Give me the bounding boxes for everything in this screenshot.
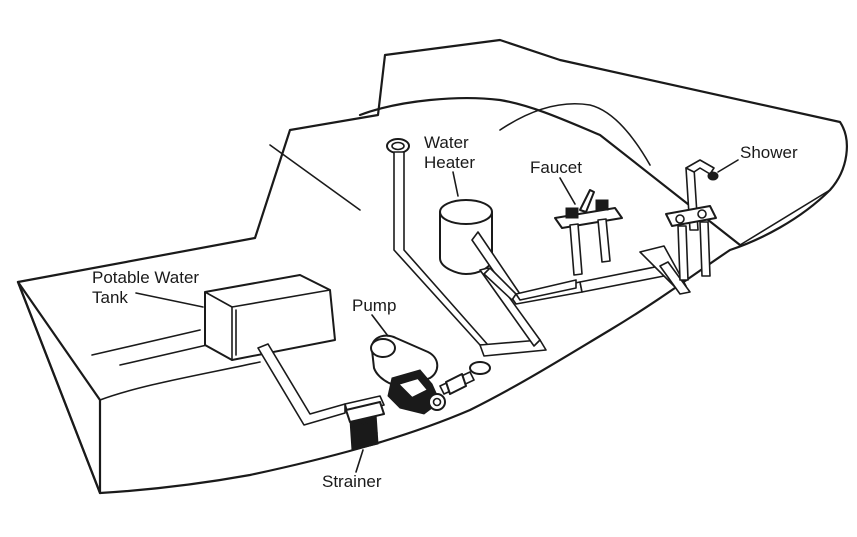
potable-water-tank-label-line1: Potable Water — [92, 268, 200, 287]
water-heater-label-line1: Water — [424, 133, 469, 152]
potable-water-tank-label: Potable Water Tank — [92, 268, 199, 308]
strainer-label: Strainer — [322, 472, 382, 491]
boat-hull — [16, 38, 848, 495]
water-heater-label: Water Heater — [424, 133, 475, 173]
potable-water-tank — [204, 274, 336, 361]
potable-water-tank-label-line2: Tank — [92, 288, 128, 307]
leader-lines — [135, 159, 739, 473]
shower-label: Shower — [740, 143, 798, 162]
water-heater — [439, 199, 493, 275]
water-heater-label-line2: Heater — [424, 153, 476, 172]
shower — [665, 159, 719, 281]
pipe-network — [257, 138, 691, 426]
faucet — [554, 189, 623, 276]
pump-label: Pump — [352, 296, 397, 315]
faucet-label: Faucet — [530, 158, 582, 177]
pump — [370, 334, 491, 415]
strainer — [345, 401, 385, 451]
